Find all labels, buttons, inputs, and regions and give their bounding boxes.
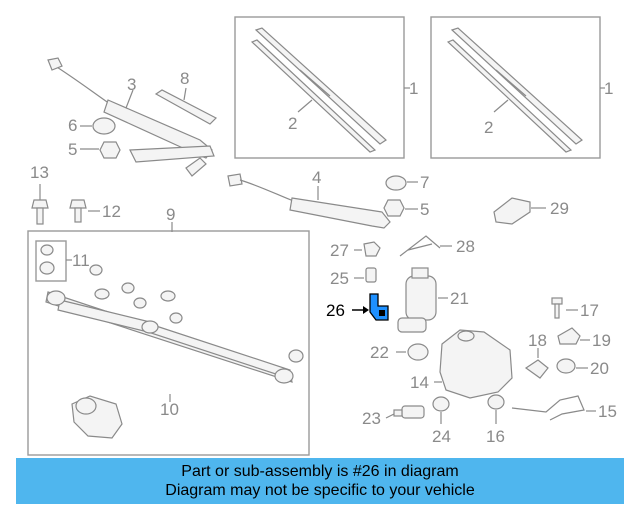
part-19 [557,327,581,345]
part-14-reservoir [439,329,513,399]
part-7-cap [385,175,407,191]
part-17-bolt [551,297,563,319]
wiper-arm-4 [227,173,391,229]
part-15-hose [511,395,585,421]
part-12-bolt [69,199,87,223]
label-1b: 1 [604,79,613,98]
label-1a: 1 [409,79,418,98]
label-21: 21 [450,289,469,308]
wiper-blade-left [250,27,387,153]
part-16-grommet [487,394,505,410]
bushing-subbox [35,240,67,282]
leader-26-arrow [363,306,369,314]
label-23: 23 [362,409,381,428]
leader-8 [183,87,187,101]
label-19: 19 [592,331,611,350]
label-7: 7 [420,173,429,192]
label-15: 15 [598,402,617,421]
part-13-bolt [31,199,49,225]
part-22-grommet [407,343,429,361]
wiper-blade-right [446,27,583,153]
label-20: 20 [590,359,609,378]
label-11: 11 [72,251,90,270]
part-8 [154,89,218,125]
part-10-motor [71,395,123,439]
label-28: 28 [456,237,475,256]
label-27: 27 [330,241,349,260]
part-27 [363,241,381,257]
part-6-cap [92,117,116,135]
part-18-clip [524,359,549,379]
wiper-linkage [45,264,304,384]
label-18: 18 [528,331,547,350]
part-28 [399,235,441,257]
label-5b: 5 [420,200,429,219]
part-23-sensor [393,405,425,419]
part-5-nut-top [99,141,121,159]
part-29-module [493,197,531,225]
label-6: 6 [68,116,77,135]
banner-line-2: Diagram may not be specific to your vehi… [165,482,475,499]
label-5a: 5 [68,140,77,159]
label-12: 12 [102,202,121,221]
label-29: 29 [550,199,569,218]
label-25: 25 [330,269,349,288]
label-2b: 2 [484,118,493,137]
wiper-arm-3 [47,57,215,177]
part-11-bushings [39,244,55,275]
leader-2a [297,99,313,113]
label-13: 13 [30,163,49,182]
label-24: 24 [432,427,451,446]
banner-line-1: Part or sub-assembly is #26 in diagram [181,463,459,480]
label-26-highlighted: 26 [326,301,345,320]
part-25 [365,267,377,283]
part-26-highlighted[interactable] [369,293,389,321]
leader-2b [493,99,509,113]
linkage-box [27,230,310,456]
part-20 [556,358,576,374]
part-5-nut-right [383,199,405,217]
label-3: 3 [127,75,136,94]
label-22: 22 [370,343,389,362]
label-8: 8 [180,69,189,88]
leader-3 [125,89,134,109]
label-14: 14 [410,373,429,392]
label-2a: 2 [288,114,297,133]
label-17: 17 [580,301,599,320]
label-4: 4 [312,168,321,187]
leader-23 [385,413,395,419]
part-24-grommet [432,396,450,412]
part-21-pump [397,267,437,333]
info-banner: Part or sub-assembly is #26 in diagram D… [16,458,624,504]
label-16: 16 [486,427,505,446]
label-9: 9 [166,205,175,224]
label-10: 10 [160,400,179,419]
